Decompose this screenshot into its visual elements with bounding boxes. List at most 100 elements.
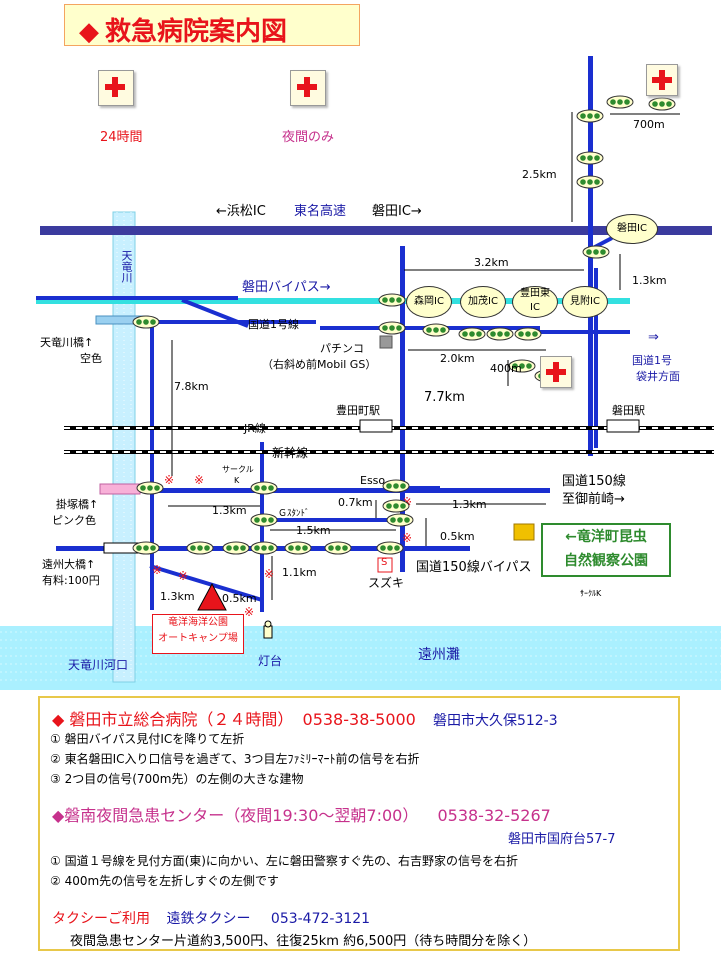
signal-light [261,545,267,551]
dist-05km-right-label: 0.5km [440,530,475,543]
bypass-label: 磐田バイパス→ [242,280,331,295]
signal-light [386,503,392,509]
taxi-company: 遠鉄タクシー [166,911,251,927]
dist-77km-label: 7.7km [424,390,465,405]
dist-78km-label: 7.8km [174,380,209,393]
svg-text:※: ※ [402,531,412,545]
signal-light [389,297,395,303]
signal-light [426,327,432,333]
signal-light [525,331,531,337]
info-panel: ◆ 磐田市立総合病院（２４時間） 0538-38-5000 磐田市大久保512-… [38,696,680,951]
signal-light [497,331,503,337]
svg-text:※: ※ [164,473,174,487]
signal-light [587,113,593,119]
signal-light [380,545,386,551]
iwata-station-label: 磐田駅 [612,404,645,417]
road-lower-vertical [260,442,264,612]
signal-light [204,545,210,551]
signal-light [518,331,524,337]
signal-light [652,101,658,107]
signal-light [404,517,410,523]
svg-text:※: ※ [178,569,188,583]
circle-k-label-2: K [234,476,240,485]
signal-light [233,545,239,551]
signal-light [254,517,260,523]
signal-light [532,331,538,337]
pachinko-note: （右斜め前Mobil GS） [262,358,377,371]
signal-light [433,327,439,333]
signal-light [580,179,586,185]
pachinko-label: パチンコ [320,342,364,355]
signal-light [150,319,156,325]
enshu-bridge-label: 遠州大橋↑ [42,558,96,571]
taxi-label: タクシーご利用 [52,911,150,927]
signal-light [143,319,149,325]
route1-right-arrow: ⇒ [648,330,659,345]
ic-kamo: 加茂IC [460,286,506,318]
signal-light [666,101,672,107]
signal-light [140,485,146,491]
dist-13km-mid-label: 1.3km [212,504,247,517]
route1-right-1: 国道1号 [632,354,672,367]
toyodacho-station-label: 豊田町駅 [336,404,380,417]
hospital-cross-icon [98,70,134,106]
dist-11km-label: 1.1km [282,566,317,579]
signal-light [396,325,402,331]
signal-light [254,485,260,491]
signal-light [593,249,599,255]
signal-light [190,545,196,551]
ic-iwata: 磐田IC [606,214,658,244]
signal-light [390,517,396,523]
signal-light [302,545,308,551]
signal-light [400,483,406,489]
dist-05km-bottom-label: 0.5km [222,592,257,605]
dist-13km-top-label: 1.3km [632,274,667,287]
signal-light [197,545,203,551]
taxi-line: タクシーご利用 遠鉄タクシー 053-472-3121 [52,908,370,928]
taxi-phone: 053-472-3121 [270,911,371,927]
hospital2-phone: 0538-32-5267 [437,806,551,825]
lighthouse-marker [263,625,273,639]
signal-light [268,485,274,491]
esso-label: Esso [360,474,386,487]
signal-light [624,99,630,105]
signal-light [389,325,395,331]
hospital1-step3: ③ 2つ目の信号(700m先）の左側の大きな建物 [50,772,304,786]
signal-light [226,545,232,551]
signal-light [288,545,294,551]
signal-light [261,485,267,491]
dist-15km-label: 1.5km [296,524,331,537]
page-title: ◆救急病院案内図 [79,17,288,47]
circle-k-small-label: ｻｰｸﾙK [580,589,602,598]
highway-name-label: 東名高速 [294,204,347,219]
signal-light [594,113,600,119]
signal-light [504,331,510,337]
signal-light [240,545,246,551]
jr-line-label: JR線 [244,422,266,435]
signal-light [387,545,393,551]
signal-light [386,483,392,489]
toyodacho-station-box [359,419,393,433]
signal-light [586,249,592,255]
route150-label-2: 至御前崎→ [562,492,625,507]
hospital-cross-icon [646,64,678,96]
signal-light [594,179,600,185]
signal-light [143,545,149,551]
signal-light [328,545,334,551]
hospital2-address: 磐田市国府台57-7 [508,832,616,847]
dist-13km-bottom-label: 1.3km [160,590,195,603]
signal-light [610,99,616,105]
enshu-nada-label: 遠州灘 [418,647,460,663]
dist-07km-label: 0.7km [338,496,373,509]
hospital2-step2: ② 400m先の信号を左折しすぐの左側です [50,874,279,888]
haizuka-bridge-label: 掛塚橋↑ [56,498,99,511]
suzuki-marker [377,557,393,573]
route1-label: 国道1号線 [248,318,299,331]
tenryu-river-label: 天竜川 [120,250,133,283]
ic-morioka: 森岡IC [406,286,452,318]
svg-text:※: ※ [194,473,204,487]
g-stand-road [260,518,406,522]
signal-light [382,325,388,331]
route150-road [134,488,550,493]
signal-light [490,331,496,337]
